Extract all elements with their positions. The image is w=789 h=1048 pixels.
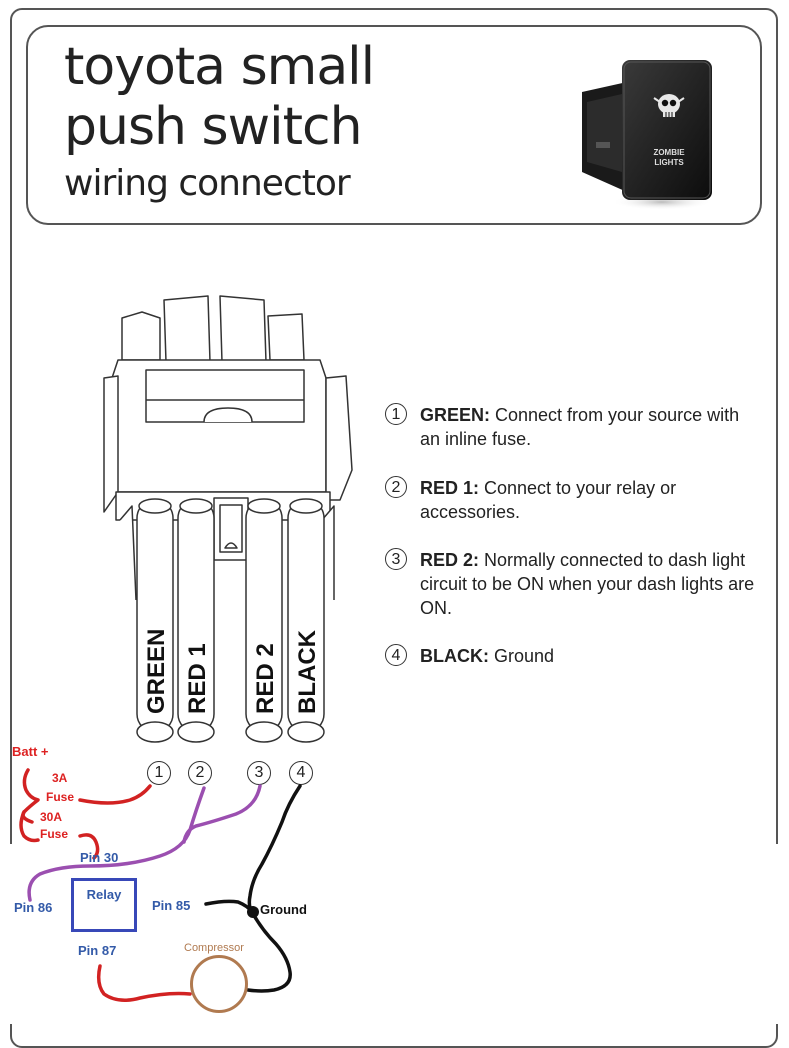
black-wire-pin-4-to-ground	[247, 784, 302, 914]
connector-wires	[136, 498, 325, 743]
red-wire-30a-fuse-to-pin-30	[78, 833, 100, 860]
wire-black	[287, 498, 325, 743]
instruction-text-3: Normally connected to dash light circuit…	[420, 550, 755, 618]
pin-30-label: Pin 30	[80, 850, 119, 865]
red-wire-30a-fuse	[19, 810, 40, 843]
instruction-text-2: Connect to your relay or accessories.	[420, 478, 677, 522]
pin-number-4: 4	[289, 761, 313, 785]
batt-plus-label: Batt +	[12, 744, 49, 759]
pin-85-label: Pin 85	[152, 898, 191, 913]
switch-label-line-2: LIGHTS	[654, 158, 684, 167]
instruction-number-2: 2	[385, 476, 407, 498]
skull-icon	[653, 94, 685, 117]
fuse-30a-label-line-2: Fuse	[40, 827, 69, 841]
instruction-title-3: RED 2:	[420, 550, 480, 570]
ground-junction	[247, 906, 259, 918]
wiring-diagram-page: toyota small push switch wiring connecto…	[0, 8, 789, 1048]
compressor-label: Compressor	[184, 942, 244, 954]
wire-label-red-1: RED 1	[184, 643, 211, 714]
ground-label: Ground	[260, 902, 307, 917]
switch-label-line-1: ZOMBIE	[653, 148, 685, 157]
pin-86-label: Pin 86	[14, 900, 53, 915]
compressor-circle	[190, 955, 248, 1013]
fuse-3a-label-line-2: Fuse	[46, 790, 75, 804]
hand-drawn-wiring-area	[0, 844, 789, 1024]
purple-wire-pin-3	[182, 784, 262, 844]
pin-number-3: 3	[247, 761, 271, 785]
instruction-number-1: 1	[385, 403, 407, 425]
instruction-title-2: RED 1:	[420, 478, 480, 498]
wire-label-black: BLACK	[294, 629, 321, 714]
wire-red-1	[177, 498, 215, 743]
instruction-number-4: 4	[385, 644, 407, 666]
relay-label: Relay	[86, 887, 122, 902]
pin-87-label: Pin 87	[78, 943, 117, 958]
fuse-30a-label-line-1: 30A	[40, 810, 63, 824]
connector-drawing: GREEN RED 1 RED 2 BLACK	[103, 295, 353, 743]
red-wire-3a-fuse-to-pin-1	[78, 784, 152, 805]
red-wire-batt-to-3a-fuse	[21, 768, 40, 824]
black-wire-pin-85-to-ground	[204, 899, 254, 914]
wire-green	[136, 498, 174, 743]
red-wire-pin-87-to-compressor	[96, 964, 192, 1002]
title-line-1: toyota small	[64, 37, 375, 97]
hand-drawn-wires	[19, 768, 302, 1002]
switch-label: ZOMBIE LIGHTS	[624, 148, 714, 168]
fuse-3a-label-line-1: 3A	[52, 771, 68, 785]
relay-box: Relay	[71, 878, 137, 932]
instruction-title-4: BLACK:	[420, 646, 489, 666]
pin-number-2: 2	[188, 761, 212, 785]
push-switch-image	[582, 60, 712, 210]
title-line-3: wiring connector	[64, 163, 351, 204]
pin-number-1: 1	[147, 761, 171, 785]
black-wire-ground-to-compressor	[246, 910, 292, 993]
wire-label-red-2: RED 2	[252, 643, 279, 714]
instruction-title-1: GREEN:	[420, 405, 491, 425]
instruction-text-4: Ground	[489, 646, 555, 666]
wire-label-green: GREEN	[143, 629, 170, 714]
instruction-text-1: Connect from your source with an inline …	[420, 405, 740, 449]
wire-red-2	[245, 498, 283, 743]
instruction-number-3: 3	[385, 548, 407, 570]
title-line-2: push switch	[64, 97, 363, 157]
